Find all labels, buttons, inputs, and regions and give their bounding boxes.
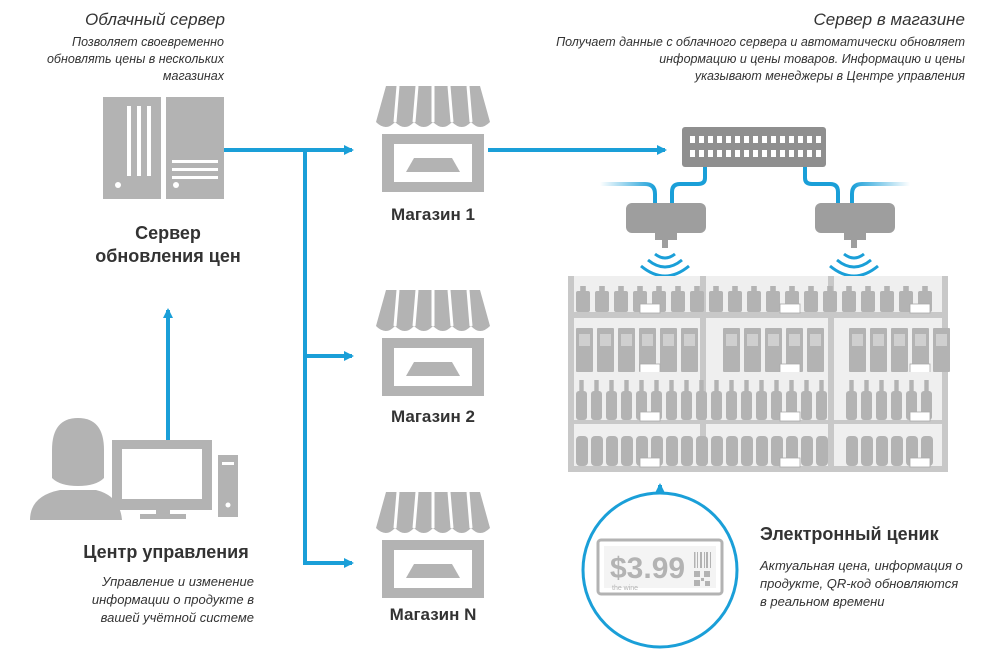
- router-right-icon: [815, 203, 895, 248]
- control-center-title: Центр управления: [83, 542, 249, 562]
- control-center-desc-line: вашей учётной системе: [100, 610, 254, 625]
- cloud-server-icon: [103, 97, 224, 199]
- cloud-desc-line: обновлять цены в нескольких: [46, 52, 224, 66]
- price-tag-magnifier: $3.99 the wine: [581, 491, 739, 649]
- cloud-desc-line: Позволяет своевременно: [72, 35, 224, 49]
- price-tag-description: Актуальная цена, информация о продукте, …: [760, 557, 975, 611]
- cloud-server-label: Сервер обновления цен: [70, 222, 266, 268]
- store-2-label: Магазин 2: [391, 407, 475, 426]
- network-cables: [600, 167, 910, 205]
- price-tag-price: $3.99: [610, 552, 685, 585]
- computer-icon: [112, 440, 238, 519]
- price-tag-desc-line: Актуальная цена, информация о: [760, 558, 963, 573]
- store-n-icon: [374, 490, 492, 600]
- cloud-label-line: Сервер: [135, 223, 201, 243]
- price-tag-desc-line: продукте, QR-код обновляются: [760, 576, 959, 591]
- store-server-desc-line: информацию и цены товаров. Информацию и …: [659, 52, 965, 66]
- control-center-description: Управление и изменение информации о прод…: [40, 573, 254, 627]
- cloud-label-line: обновления цен: [95, 246, 241, 266]
- cloud-server-title: Облачный сервер: [85, 10, 225, 29]
- wifi-right-icon: [829, 252, 879, 278]
- barcode-icon: [694, 552, 711, 568]
- store-server-desc-line: указывают менеджеры в Центре управления: [694, 69, 965, 83]
- person-icon: [30, 418, 122, 520]
- price-tag-subtitle: the wine: [612, 585, 638, 592]
- store-server-description: Получает данные с облачного сервера и ав…: [495, 34, 965, 85]
- store-server-switch-icon: [682, 127, 826, 167]
- store-shelves: [568, 276, 950, 472]
- store-1-label: Магазин 1: [391, 205, 475, 224]
- store-2-icon: [374, 288, 492, 398]
- store-1-icon: [374, 84, 492, 194]
- price-tag-desc-line: в реальном времени: [760, 594, 885, 609]
- store-server-title: Сервер в магазине: [813, 10, 965, 29]
- router-left-icon: [626, 203, 706, 248]
- cloud-server-description: Позволяет своевременно обновлять цены в …: [20, 34, 224, 85]
- wifi-left-icon: [640, 252, 690, 278]
- qr-code-icon: [694, 571, 710, 586]
- connection-lines: [163, 145, 667, 568]
- store-server-desc-line: Получает данные с облачного сервера и ав…: [556, 35, 965, 49]
- control-center-desc-line: информации о продукте в: [91, 592, 254, 607]
- price-tag-title: Электронный ценик: [760, 524, 939, 544]
- control-center-desc-line: Управление и изменение: [101, 574, 254, 589]
- store-n-label: Магазин N: [389, 605, 477, 624]
- cloud-desc-line: магазинах: [162, 69, 224, 83]
